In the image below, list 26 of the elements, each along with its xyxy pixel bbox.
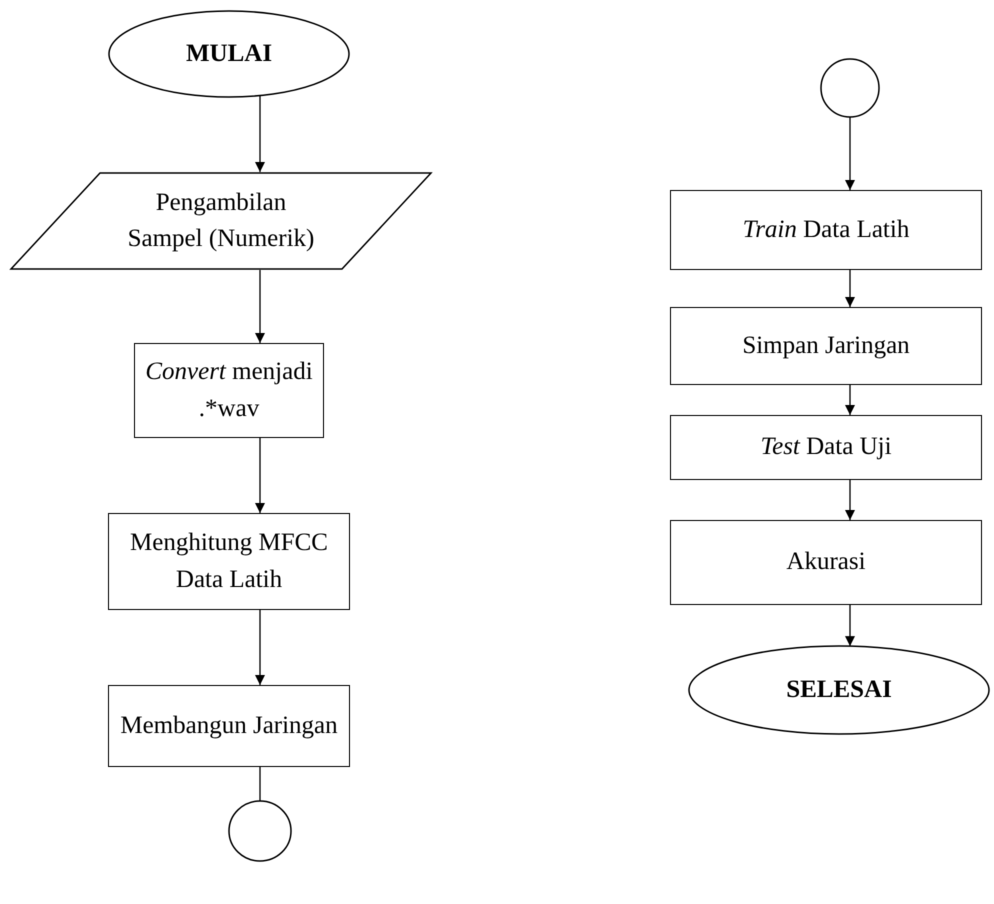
process-box [670, 307, 982, 385]
node-label: MULAI [184, 38, 274, 69]
arrow [845, 270, 855, 307]
arrow [845, 117, 855, 190]
process-box [108, 685, 350, 767]
arrow [255, 96, 265, 172]
process-box [134, 343, 324, 438]
process-box [670, 520, 982, 605]
node-label: Train Data Latih [742, 214, 910, 245]
arrow [255, 610, 265, 685]
arrow [255, 438, 265, 513]
arrow [845, 605, 855, 646]
process-box [670, 415, 982, 480]
node-label: Menghitung MFCC Data Latih [129, 528, 329, 594]
node-label: Pengambilan Sampel (Numerik) [126, 188, 316, 254]
node-label: Test Data Uji [759, 432, 893, 462]
arrow [255, 270, 265, 343]
arrow [845, 385, 855, 415]
node-label: Convert menjadi .*wav [144, 357, 314, 424]
process-box [108, 513, 350, 610]
node-label: SELESAI [785, 674, 893, 705]
node-label: Membangun Jaringan [119, 710, 339, 741]
process-box [670, 190, 982, 270]
arrow [845, 480, 855, 520]
node-label: Akurasi [785, 547, 867, 578]
node-label: Simpan Jaringan [741, 330, 911, 361]
